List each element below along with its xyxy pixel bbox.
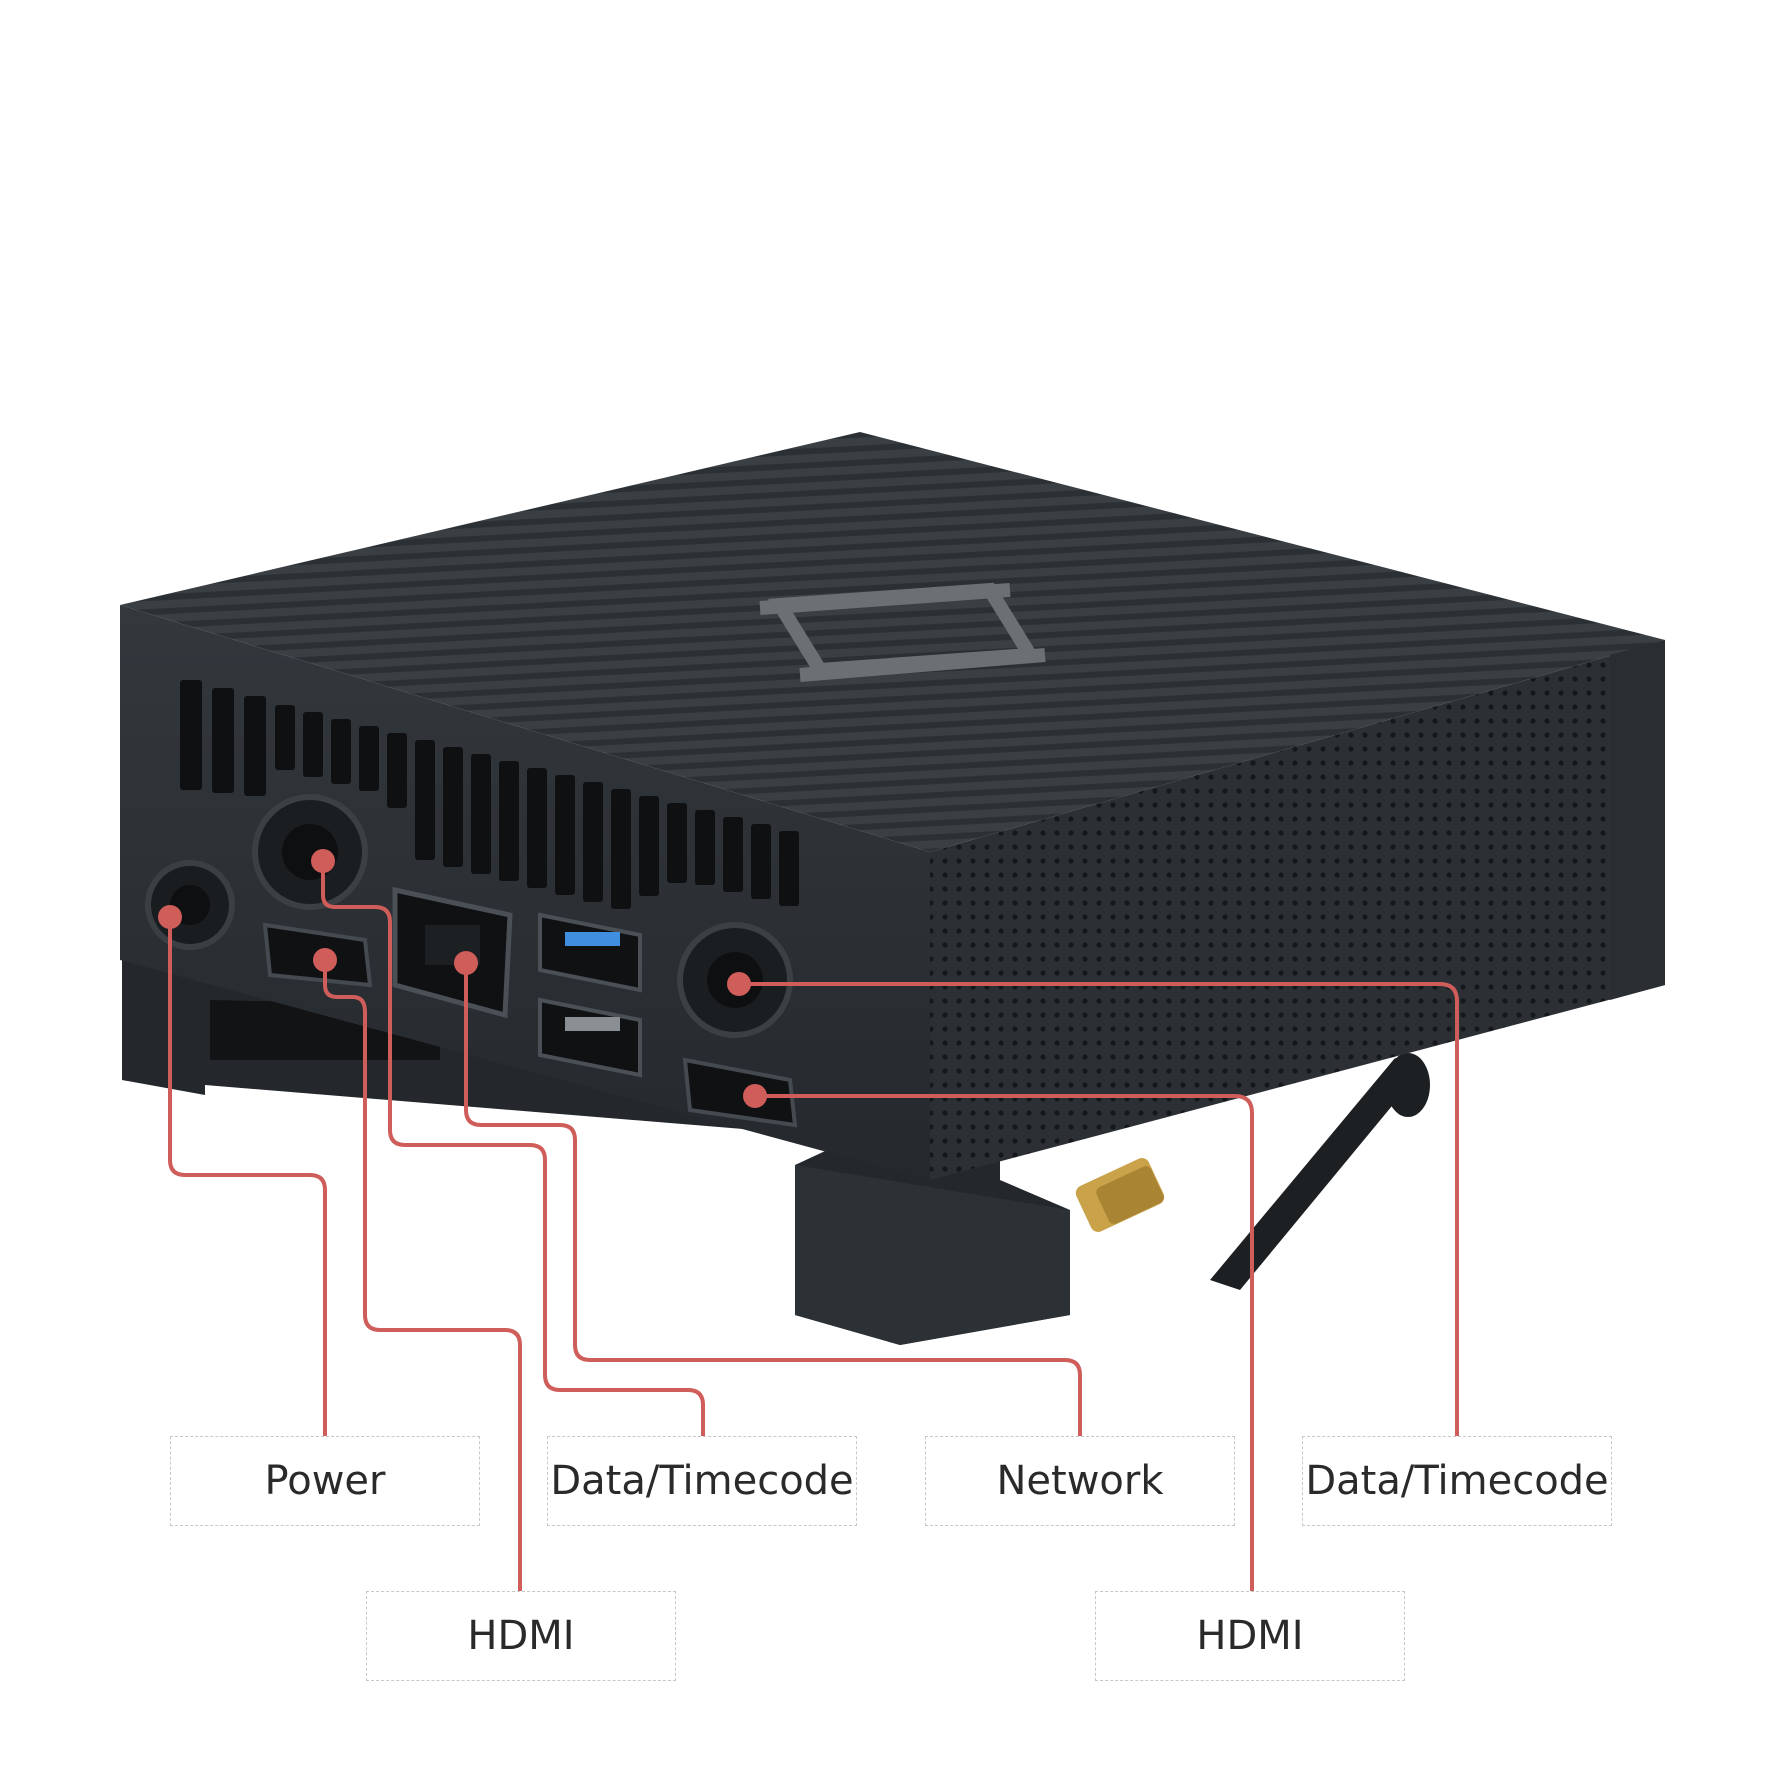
label-hdmi-left-text: HDMI (467, 1613, 575, 1659)
callout-line-network (464, 963, 1082, 1436)
callout-dot-hdmi-left (313, 948, 337, 972)
device-top-panel (120, 432, 1665, 852)
callout-line-hdmi-left (323, 960, 522, 1591)
label-data-timecode-right-text: Data/Timecode (1305, 1458, 1609, 1504)
label-network-text: Network (996, 1458, 1164, 1504)
label-power: Power (170, 1436, 480, 1526)
label-hdmi-left: HDMI (366, 1591, 676, 1681)
label-data-timecode-left: Data/Timecode (547, 1436, 857, 1526)
label-data-timecode-left-text: Data/Timecode (550, 1458, 854, 1504)
label-hdmi-right: HDMI (1095, 1591, 1405, 1681)
callout-dot-data-right (727, 972, 751, 996)
callout-line-power (168, 917, 327, 1436)
vent-slots (180, 680, 799, 909)
callout-line-data-right (739, 982, 1459, 1436)
network-port (392, 886, 513, 1019)
power-port (145, 860, 235, 950)
label-data-timecode-right: Data/Timecode (1302, 1436, 1612, 1526)
callout-dots (158, 849, 767, 1108)
callout-line-hdmi-right (755, 1094, 1254, 1591)
callout-lines (168, 861, 1459, 1591)
device-side-panel (930, 640, 1665, 1180)
callout-line-data-left (321, 861, 705, 1436)
label-network: Network (925, 1436, 1235, 1526)
logo-icon (759, 582, 1046, 682)
label-power-text: Power (264, 1458, 386, 1504)
hdmi-port-right (682, 1057, 798, 1128)
callout-dot-power (158, 905, 182, 929)
antenna (1075, 1053, 1430, 1290)
data-timecode-port-left (252, 794, 368, 910)
usb-ports (538, 912, 642, 1078)
callout-dot-network (454, 951, 478, 975)
callout-dot-hdmi-right (743, 1084, 767, 1108)
callout-dot-data-left (311, 849, 335, 873)
label-hdmi-right-text: HDMI (1196, 1613, 1304, 1659)
